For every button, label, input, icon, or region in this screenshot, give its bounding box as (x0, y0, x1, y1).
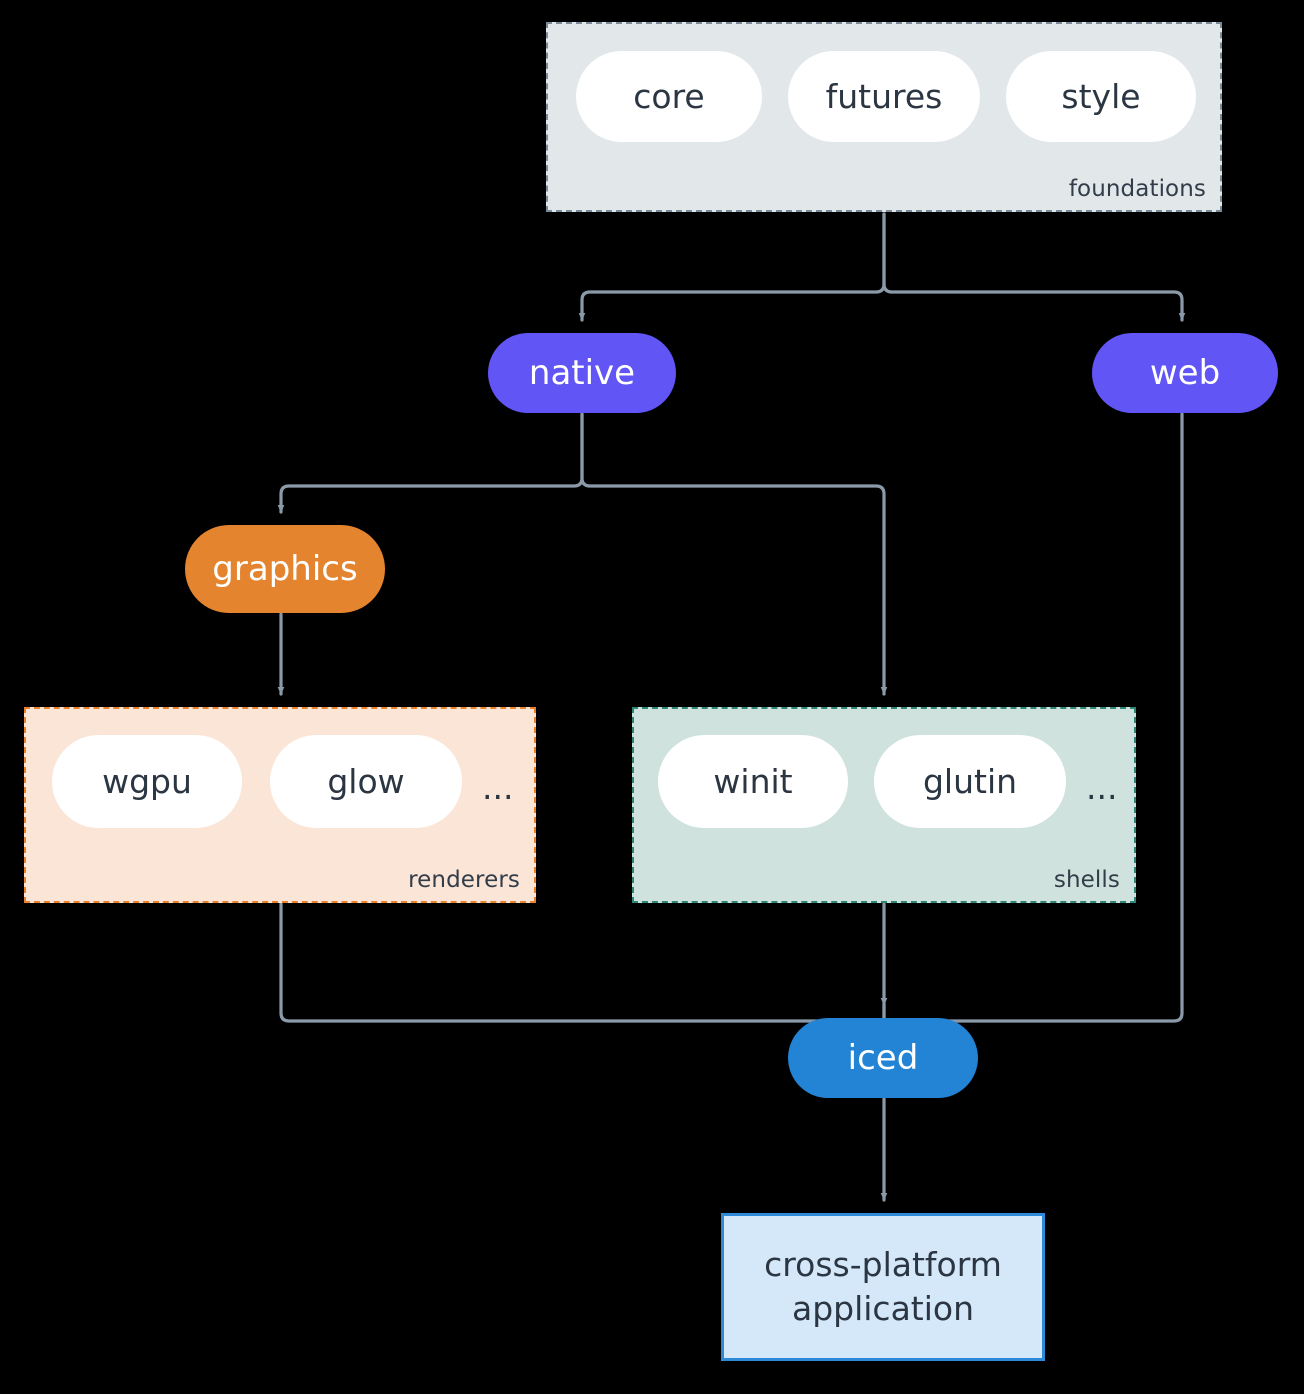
node-glow[interactable]: glow (270, 735, 462, 828)
group-label-renderers: renderers (408, 867, 520, 893)
edge-native-graphics (277, 412, 584, 514)
edge-native-shells (580, 412, 888, 696)
group-label-foundations: foundations (1068, 176, 1206, 202)
group-foundations[interactable]: core futures style foundations (546, 22, 1222, 212)
node-core[interactable]: core (576, 51, 762, 142)
node-wgpu[interactable]: wgpu (52, 735, 242, 828)
node-iced[interactable]: iced (788, 1018, 978, 1098)
node-style[interactable]: style (1006, 51, 1196, 142)
node-cross-platform-application[interactable]: cross-platform application (721, 1213, 1045, 1361)
group-renderers[interactable]: wgpu glow ... renderers (24, 707, 536, 903)
node-graphics[interactable]: graphics (185, 525, 385, 613)
ellipsis-shells: ... (1086, 768, 1118, 807)
node-glutin[interactable]: glutin (874, 735, 1066, 828)
node-futures[interactable]: futures (788, 51, 980, 142)
edge-renderers-iced (279, 902, 886, 1031)
cross-platform-application-line2: application (791, 1289, 975, 1328)
cross-platform-application-line1: cross-platform (764, 1244, 1002, 1284)
edge-foundations-native (578, 212, 886, 322)
node-winit[interactable]: winit (658, 735, 848, 828)
ellipsis-renderers: ... (482, 768, 514, 807)
group-shells[interactable]: winit glutin ... shells (632, 707, 1136, 903)
node-web[interactable]: web (1092, 333, 1278, 413)
node-native[interactable]: native (488, 333, 676, 413)
edge-foundations-web (882, 212, 1186, 322)
group-label-shells: shells (1053, 867, 1120, 893)
